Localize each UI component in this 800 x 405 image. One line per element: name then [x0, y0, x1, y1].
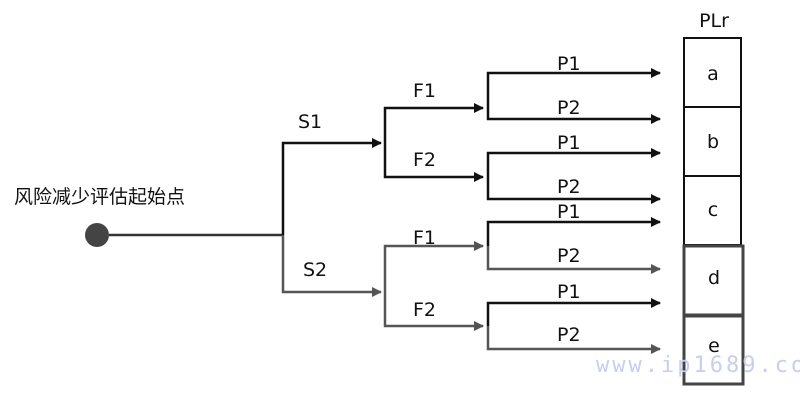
start-node: [85, 223, 109, 247]
edge-s1: [281, 138, 382, 235]
plr-level-e: e: [708, 335, 720, 357]
edge-s2-f2: [383, 292, 484, 331]
edge-label-s2-f2: F2: [413, 299, 436, 321]
edge-s1f1-p2: [486, 108, 661, 124]
edge-s2-f1: [383, 241, 484, 292]
edge-label-s1f1-p1: P1: [557, 53, 581, 75]
edge-s2f1-p1: [486, 217, 661, 246]
edge-label-s1f1-p2: P2: [557, 97, 581, 119]
s1-branch: S1: [281, 111, 382, 235]
s1-f-branches: F1 F2: [383, 80, 484, 182]
edge-label-s1f2-p1: P1: [557, 132, 581, 154]
s2-f-branches: F1 F2: [383, 227, 484, 331]
edge-s2f2-p2: [486, 326, 661, 354]
plr-level-d: d: [708, 267, 720, 289]
plr-level-a: a: [707, 63, 719, 85]
edge-s1-f2: [383, 143, 484, 182]
plr-level-b: b: [707, 131, 719, 153]
plr-cell-e: [682, 314, 745, 386]
edge-label-s2-f1: F1: [413, 227, 436, 249]
plr-level-c: c: [708, 199, 718, 221]
start-label: 风险减少评估起始点: [14, 186, 185, 208]
edge-label-s2f1-p1: P1: [557, 201, 581, 223]
edge-s2f2-p1: [486, 298, 661, 326]
edge-label-s2f2-p2: P2: [557, 324, 581, 346]
edge-s2: [281, 235, 382, 297]
edge-label-s2: S2: [303, 259, 327, 281]
plr-column: a b c d e: [682, 37, 745, 386]
edge-s1-f1: [383, 103, 484, 143]
edge-s1f1-p1: [486, 68, 661, 108]
s2-branch: S2: [281, 235, 382, 297]
edge-label-s1: S1: [298, 111, 322, 133]
edge-label-s1-f1: F1: [413, 80, 436, 102]
edge-label-s2f2-p1: P1: [557, 281, 581, 303]
edge-s2f1-p2: [486, 246, 661, 274]
edge-label-s2f1-p2: P2: [557, 245, 581, 267]
edge-s1f2-p2: [486, 177, 661, 204]
plr-header: PLr: [699, 10, 729, 32]
p-branches: P1 P2 P1 P2 P1 P2 P1 P2: [486, 53, 661, 354]
edge-label-s1-f2: F2: [413, 149, 436, 171]
edge-s1f2-p1: [486, 148, 661, 177]
edge-label-s1f2-p2: P2: [557, 176, 581, 198]
watermark: www.ip1689.com: [596, 353, 800, 378]
